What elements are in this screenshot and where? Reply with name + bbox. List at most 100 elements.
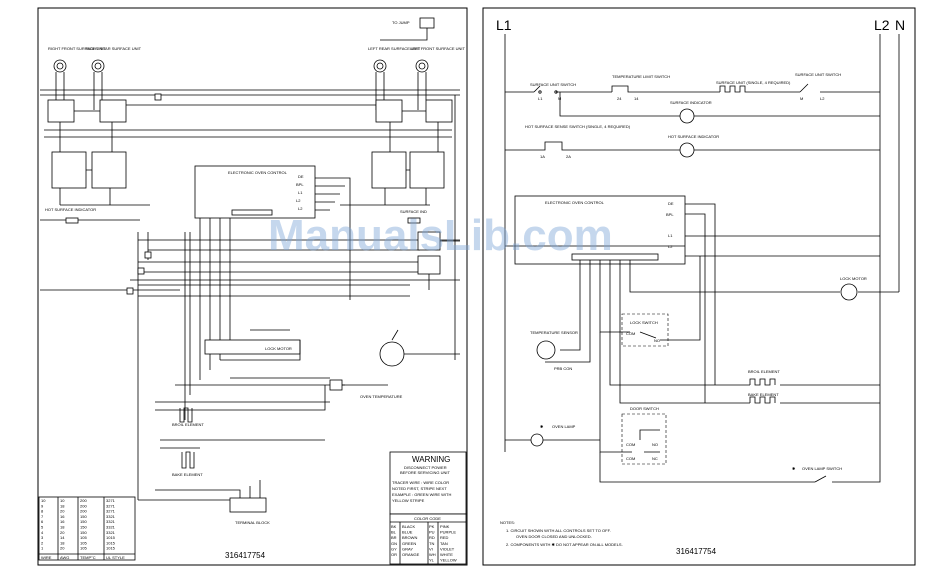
gauge-cell: 105 [80, 546, 87, 551]
gauge-cell: 3321 [106, 519, 116, 524]
svg-text:DOOR SWITCH: DOOR SWITCH [630, 406, 659, 411]
svg-text:1. CIRCUIT SHOWN WITH ALL CON: 1. CIRCUIT SHOWN WITH ALL CONTROLS SET T… [506, 528, 611, 533]
svg-text:L2: L2 [296, 198, 301, 203]
color-code-cell: BL [391, 530, 397, 535]
gauge-cell: 3271 [106, 498, 116, 503]
svg-text:TEMPERATURE LIMIT SWITCH: TEMPERATURE LIMIT SWITCH [612, 74, 670, 79]
gauge-cell: 7 [41, 514, 44, 519]
gauge-cell: 5 [41, 525, 44, 530]
svg-text:L1: L1 [668, 233, 673, 238]
color-code-cell: ORANGE [402, 552, 420, 557]
svg-text:ELECTRONIC OVEN CONTROL: ELECTRONIC OVEN CONTROL [228, 170, 288, 175]
svg-text:BAKE ELEMENT: BAKE ELEMENT [748, 392, 779, 397]
svg-text:NO: NO [652, 442, 658, 447]
top-jump-label: TO JUMP [392, 20, 410, 25]
svg-text:DE: DE [668, 201, 674, 206]
color-code-cell: BLACK [402, 524, 415, 529]
svg-text:HOT SURFACE INDICATOR: HOT SURFACE INDICATOR [668, 134, 719, 139]
svg-text:BROIL ELEMENT: BROIL ELEMENT [748, 369, 780, 374]
color-code-cell: TN [429, 541, 434, 546]
color-code-cell: GRAY [402, 546, 413, 551]
gauge-cell: 105 [80, 535, 87, 540]
hot-surface-indicator-label: HOT SURFACE INDICATOR [45, 207, 96, 212]
color-code-cell: VIOLET [440, 546, 455, 551]
gauge-cell: 3321 [106, 525, 116, 530]
svg-text:1A: 1A [540, 154, 545, 159]
svg-text:AWG: AWG [60, 555, 69, 560]
svg-text:NO: NO [654, 338, 660, 343]
burner-right-front: RIGHT FRONT SURFACE UNIT [48, 46, 106, 73]
svg-text:L2: L2 [298, 206, 303, 211]
svg-text:SURFACE IND: SURFACE IND [400, 209, 427, 214]
burner-left-rear: LEFT REAR SURFACE UNIT [368, 46, 421, 73]
svg-text:BEFORE SERVICING UNIT: BEFORE SERVICING UNIT [400, 470, 450, 475]
svg-text:LOCK MOTOR: LOCK MOTOR [265, 346, 292, 351]
gauge-cell: 3 [41, 535, 44, 540]
svg-text:HOT SURFACE SENSE SWITCH (SING: HOT SURFACE SENSE SWITCH (SINGLE, 4 REQU… [525, 124, 631, 129]
color-code-cell: TAN [440, 541, 448, 546]
gauge-cell: 9 [41, 503, 44, 508]
lamp-switch-asterisk: ✱ [792, 466, 796, 471]
svg-text:BAKE ELEMENT: BAKE ELEMENT [172, 472, 203, 477]
color-code-cell: PURPLE [440, 530, 456, 535]
left-wiring-sheet: TO JUMP RIGHT FRONT SURFACE UNIT RIGHT R… [37, 7, 468, 566]
gauge-cell: 1015 [106, 535, 116, 540]
svg-text:M: M [800, 96, 803, 101]
gauge-cell: 3321 [106, 514, 116, 519]
watermark: ManualsLib.com [268, 211, 613, 260]
warning-block: WARNING DISCONNECT POWER BEFORE SERVICIN… [389, 451, 467, 515]
svg-text:RIGHT REAR SURFACE UNIT: RIGHT REAR SURFACE UNIT [86, 46, 142, 51]
svg-text:NOTES:: NOTES: [500, 520, 515, 525]
color-code-cell: PU [429, 530, 435, 535]
color-code-cell: GN [391, 541, 397, 546]
svg-text:TRACER WIRE : WIRE COLOR: TRACER WIRE : WIRE COLOR [392, 480, 449, 485]
svg-text:L1: L1 [538, 96, 543, 101]
color-code-cell: GREEN [402, 541, 416, 546]
svg-text:DE: DE [298, 174, 304, 179]
svg-text:COM: COM [626, 331, 635, 336]
svg-text:OVEN TEMPERATURE: OVEN TEMPERATURE [360, 394, 403, 399]
right-part-number: 316417754 [676, 547, 717, 556]
svg-text:DISCONNECT POWER: DISCONNECT POWER [404, 465, 447, 470]
color-code-cell: OR [391, 552, 397, 557]
gauge-cell: 2 [41, 540, 44, 545]
color-code-cell: WHITE [440, 552, 453, 557]
gauge-cell: 3271 [106, 509, 116, 514]
gauge-cell: 1015 [106, 540, 116, 545]
gauge-cell: 105 [80, 540, 87, 545]
svg-text:YELLOW STRIPE: YELLOW STRIPE [392, 498, 425, 503]
svg-text:TEMPERATURE SENSOR: TEMPERATURE SENSOR [530, 330, 578, 335]
rail-l2: L2 [874, 17, 890, 33]
gauge-cell: 3321 [106, 530, 116, 535]
color-code-cell: BLUE [402, 530, 413, 535]
gauge-cell: 150 [80, 519, 87, 524]
svg-text:LOCK MOTOR: LOCK MOTOR [840, 276, 867, 281]
svg-text:LEFT REAR SURFACE UNIT: LEFT REAR SURFACE UNIT [368, 46, 421, 51]
svg-text:24: 24 [617, 96, 622, 101]
svg-text:BPL: BPL [666, 212, 674, 217]
color-code-cell: RED [440, 535, 449, 540]
gauge-cell: 200 [80, 503, 87, 508]
color-code-cell: BROWN [402, 535, 417, 540]
left-part-number: 316417754 [225, 551, 266, 560]
burner-left-front: LEFT FRONT SURFACE UNIT [410, 46, 466, 73]
svg-text:WARNING: WARNING [412, 455, 450, 464]
gauge-cell: 10 [60, 498, 65, 503]
svg-text:L1: L1 [298, 190, 303, 195]
svg-text:SURFACE UNIT SWITCH: SURFACE UNIT SWITCH [795, 72, 841, 77]
gauge-cell: 150 [80, 525, 87, 530]
gauge-cell: 20 [60, 530, 65, 535]
right-schematic-sheet: L1 L2 N SURFACE UNIT SWITCH L1 M TEMPERA… [482, 7, 916, 566]
gauge-cell: 3271 [106, 503, 116, 508]
burner-right-rear: RIGHT REAR SURFACE UNIT [86, 46, 142, 73]
gauge-cell: 20 [60, 546, 65, 551]
electronic-oven-control [194, 165, 316, 219]
gauge-cell: 4 [41, 530, 44, 535]
svg-text:WIRE: WIRE [41, 555, 52, 560]
oven-lamp-asterisk: ✱ [540, 424, 544, 429]
svg-text:COLOR CODE: COLOR CODE [414, 516, 441, 521]
gauge-cell: 14 [60, 535, 65, 540]
